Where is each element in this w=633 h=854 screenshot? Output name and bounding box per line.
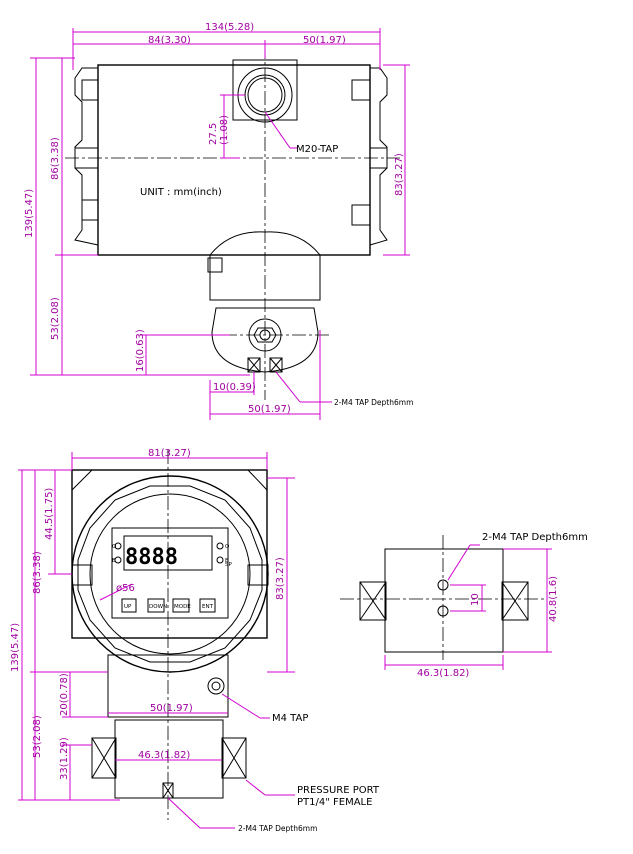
bezel-inner <box>89 493 251 655</box>
dim-front-body-height: 86(3.38) <box>32 551 43 594</box>
dim-left-width: 84(3.30) <box>148 35 191 46</box>
led-label-1: B <box>112 558 116 564</box>
key-label-ent: ENT <box>202 604 214 610</box>
dim-overall-width: 134(5.28) <box>205 22 254 33</box>
front-dimensions <box>18 452 295 829</box>
ground-screw <box>207 677 225 695</box>
dim-front-diameter: ø56 <box>116 583 135 594</box>
callout-port-line2: PT1/4" FEMALE <box>297 797 372 808</box>
key-label-up: UP <box>124 604 132 610</box>
key-ent[interactable] <box>199 598 216 613</box>
side-block <box>384 548 504 653</box>
key-label-down: DOWN <box>149 604 167 610</box>
dim-neck-height: 53(2.08) <box>50 297 61 340</box>
callout-mount-tap: 2-M4 TAP Depth6mm <box>334 398 413 407</box>
callout-conduit: M20-TAP <box>296 144 338 155</box>
led-right-top <box>216 542 224 550</box>
display-digits: 8888 <box>125 545 178 570</box>
key-down[interactable] <box>147 598 165 613</box>
callout-port-line1: PRESSURE PORT <box>297 785 380 796</box>
unit-note: UNIT : mm(inch) <box>140 187 222 198</box>
led-right-bottom <box>216 556 224 564</box>
dim-front-width: 81(3.27) <box>148 448 191 459</box>
led-left-bottom <box>114 556 122 564</box>
side-callout-tap: 2-M4 TAP Depth6mm <box>482 532 588 543</box>
led-left-top <box>114 542 122 550</box>
key-mode[interactable] <box>172 598 190 613</box>
dim-body-height-left: 86(3.38) <box>50 137 61 180</box>
dim-right-width: 50(1.97) <box>303 35 346 46</box>
dim-port-offset: 16(0.63) <box>135 329 146 372</box>
dim-front-neck-height: 53(2.08) <box>32 715 43 758</box>
side-dim-hole-spacing: 10 <box>470 593 481 606</box>
dim-front-neck-width: 50(1.97) <box>150 703 193 714</box>
top-neck <box>207 231 321 301</box>
side-view: 2-M4 TAP Depth6mm 10 40.8(1.6) 46.3(1.82… <box>340 532 588 679</box>
dim-front-right-height: 83(3.27) <box>275 557 286 600</box>
key-up[interactable] <box>121 598 137 613</box>
led-label-2: O <box>225 544 230 550</box>
dim-bottom-width: 50(1.97) <box>248 404 291 415</box>
callout-bottom-tap: 2-M4 TAP Depth6mm <box>238 824 317 833</box>
dim-tap-offset: 10(0.39) <box>213 382 256 393</box>
top-right-end-cap <box>351 67 388 246</box>
side-dimensions <box>384 544 552 670</box>
side-dim-width: 46.3(1.82) <box>417 668 469 679</box>
front-view: 8888 O B O B SP UP DOWN MODE ENT <box>10 448 380 833</box>
side-dim-height: 40.8(1.6) <box>548 576 559 622</box>
dim-body-height-right: 83(3.27) <box>394 153 405 196</box>
bezel-outer <box>71 475 269 673</box>
top-view: 134(5.28) 84(3.30) 50(1.97) 139(5.47) 86… <box>24 22 413 420</box>
dim-conduit-offset: 27.5(1.08) <box>208 115 230 145</box>
top-left-end-cap <box>74 67 99 246</box>
led-label-3: B <box>225 558 229 564</box>
dim-front-neck-offset: 20(0.78) <box>59 673 70 716</box>
dim-front-top-height: 44.5(1.75) <box>44 488 55 540</box>
dim-front-port-height: 33(1.29) <box>59 737 70 780</box>
led-label-4: SP <box>225 562 232 568</box>
key-label-mode: MODE <box>174 604 191 610</box>
dim-front-overall-height: 139(5.47) <box>10 623 21 672</box>
top-dimensions <box>30 28 410 420</box>
top-housing-body <box>97 64 371 256</box>
dim-overall-height: 139(5.47) <box>24 189 35 238</box>
dim-front-port-width: 46.3(1.82) <box>138 750 190 761</box>
led-label-0: O <box>112 544 117 550</box>
callout-ground: M4 TAP <box>272 713 308 724</box>
